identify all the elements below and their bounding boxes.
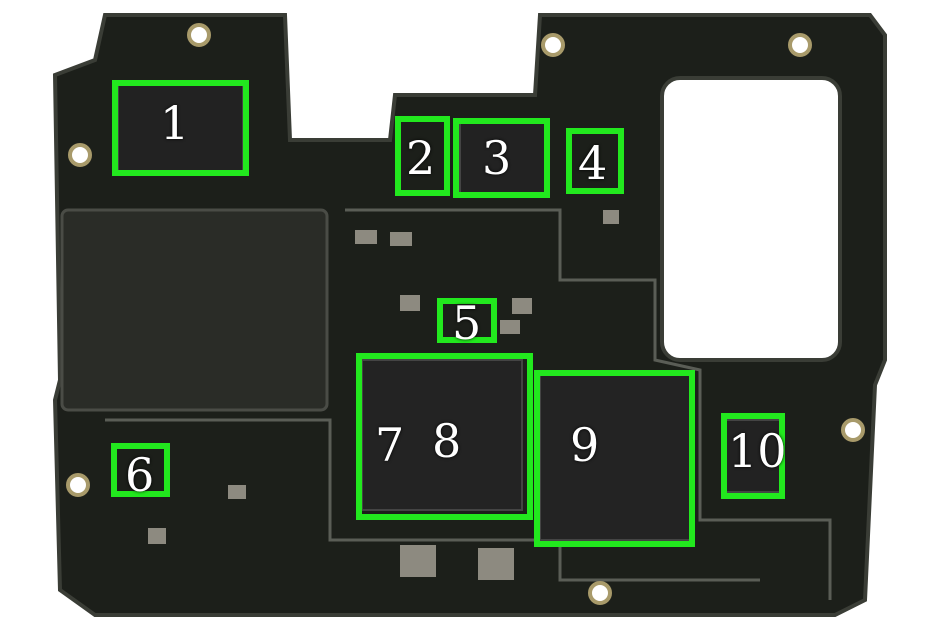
shield-trace — [105, 418, 760, 582]
mount-hole — [187, 23, 211, 47]
highlight-box — [437, 298, 497, 343]
highlight-box — [721, 413, 785, 499]
board-cutout — [660, 76, 842, 362]
mount-hole — [541, 33, 565, 57]
marker-label-3: 3 — [482, 131, 512, 185]
chip — [361, 359, 523, 511]
marker-label-4: 4 — [578, 136, 608, 190]
mount-hole — [841, 418, 865, 442]
marker-label-2: 2 — [406, 131, 436, 185]
marker-label-9: 9 — [570, 418, 600, 472]
chip — [117, 84, 244, 176]
highlight-box — [566, 128, 624, 194]
mount-hole — [588, 581, 612, 605]
chip — [539, 374, 691, 541]
marker-label-8: 8 — [432, 414, 462, 468]
sim-tray — [60, 208, 329, 412]
mount-hole — [788, 33, 812, 57]
highlight-box — [534, 370, 695, 547]
highlight-box — [453, 118, 550, 198]
marker-label-6: 6 — [125, 448, 155, 502]
highlight-box — [395, 116, 450, 196]
marker-label-7: 7 — [375, 418, 405, 472]
highlight-box — [356, 353, 533, 520]
marker-label-10: 10 — [728, 424, 787, 478]
mount-hole — [66, 473, 90, 497]
highlight-box — [111, 443, 170, 497]
chip — [459, 121, 546, 195]
highlight-box — [112, 80, 249, 176]
marker-label-5: 5 — [452, 296, 482, 350]
shield-trace — [345, 208, 832, 600]
marker-label-1: 1 — [160, 96, 190, 150]
mount-hole — [68, 143, 92, 167]
